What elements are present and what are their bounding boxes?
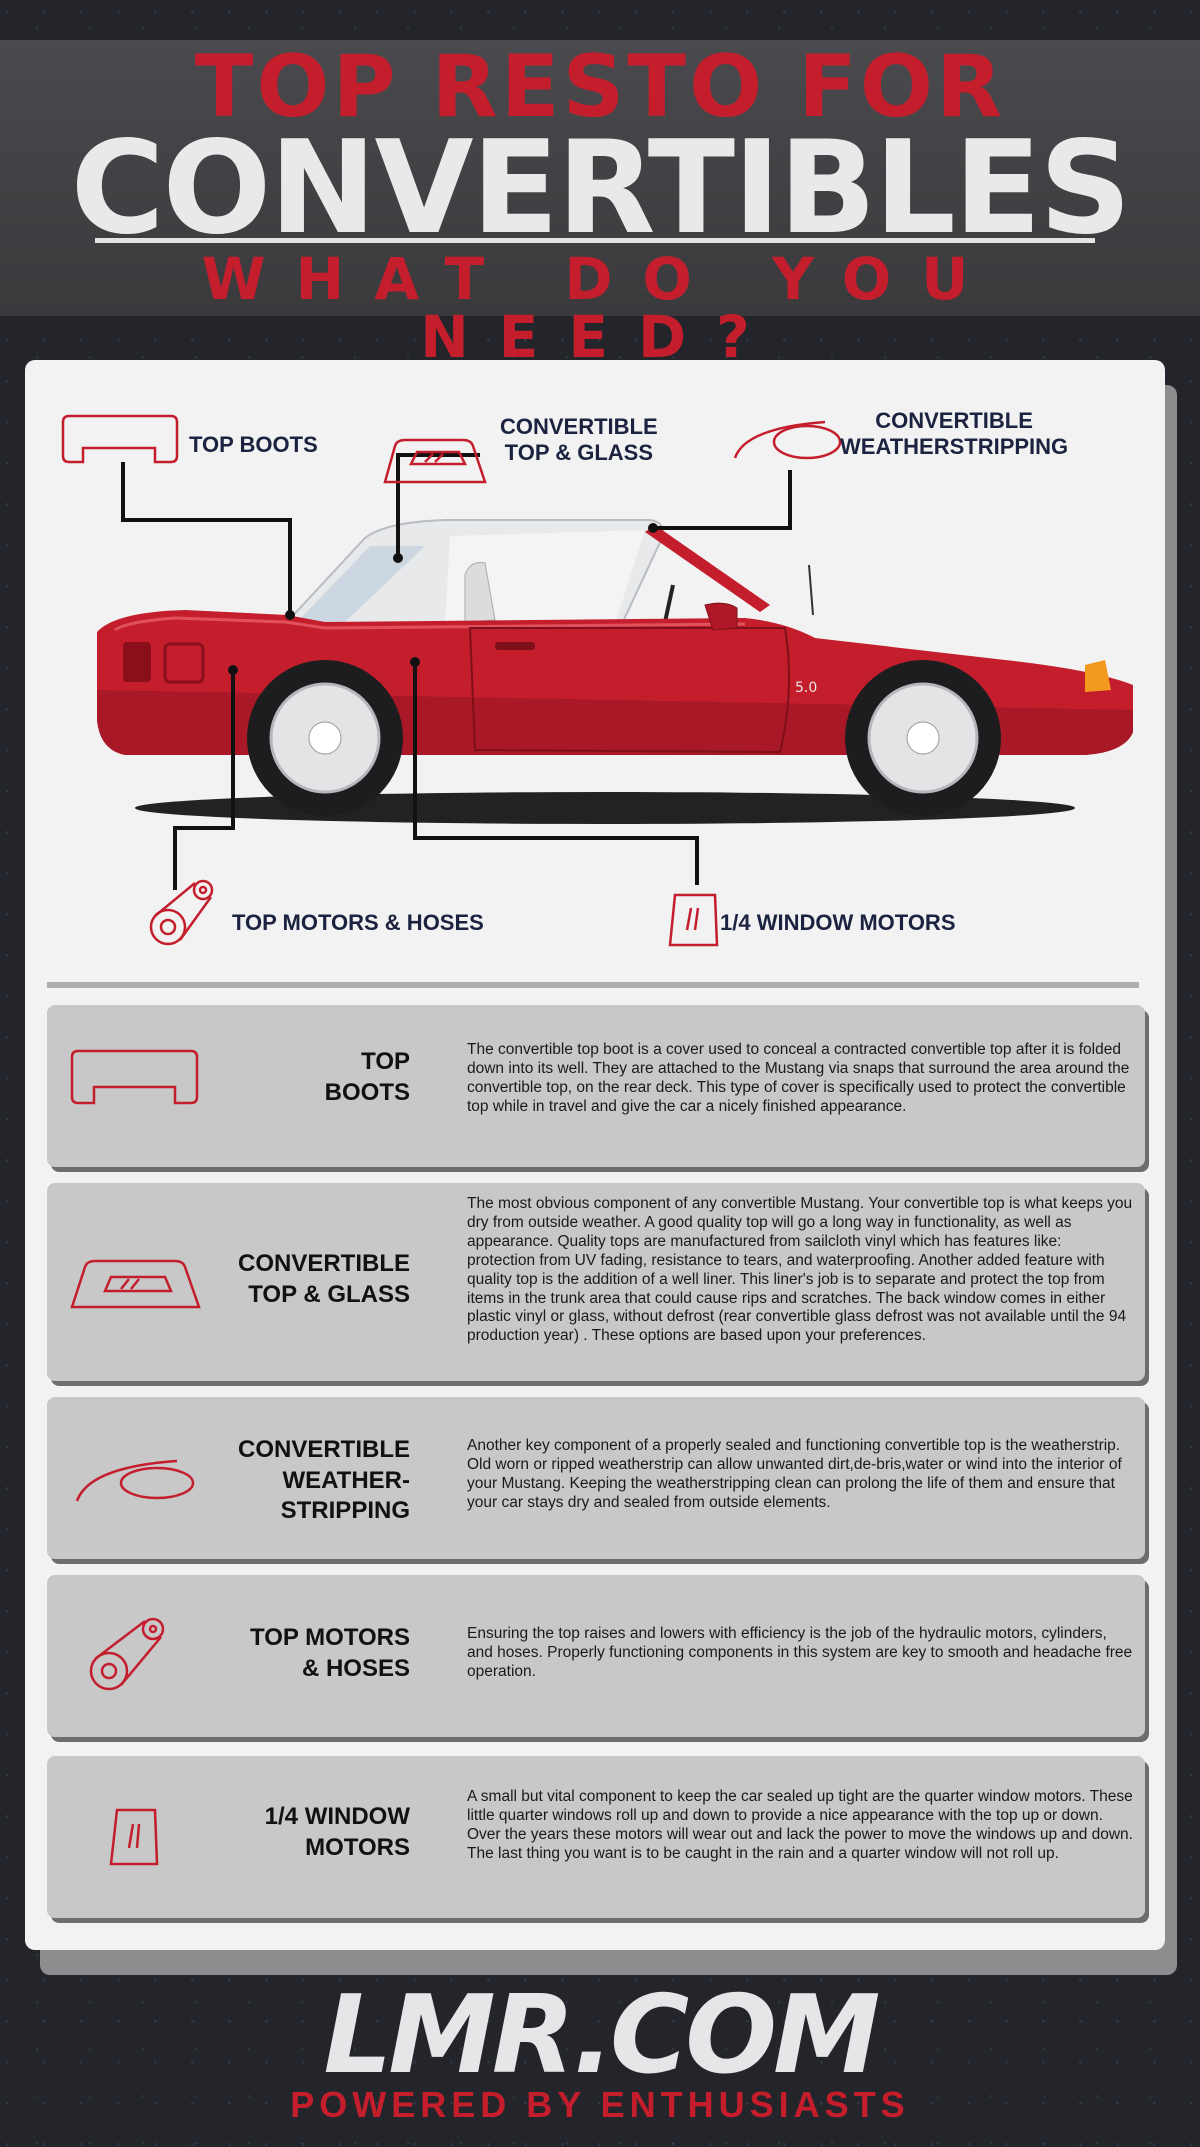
seat [464,562,496,623]
door-outline [468,627,790,754]
motor-icon [149,879,214,946]
leader-top-motors [173,670,235,890]
rear-hub [308,721,342,755]
car-illustration: 5.0 [61,414,1133,947]
top-glass-icon [70,1259,201,1309]
section-text: Another key component of a properly seal… [467,1437,1122,1511]
quarter-window-icon [668,893,719,947]
body-highlight [114,616,746,632]
tail-light [123,642,151,682]
car-diagram: 5.0 [25,360,1165,980]
callout-top-motors: TOP MOTORS & HOSES [232,910,484,935]
leader-window-motors [413,662,699,885]
section-title: 1/4 WINDOW MOTORS [264,1803,410,1861]
section-title: TOP BOOTS [324,1048,410,1106]
section-text: The most obvious component of any conver… [467,1195,1133,1345]
callout-top-glass: CONVERTIBLE TOP & GLASS [500,414,658,465]
header-subtitle: WHAT DO YOU NEED? [201,245,999,371]
section-text: Ensuring the top raises and lowers with … [467,1625,1133,1680]
front-marker [1085,660,1111,692]
top-fabric [445,530,645,624]
top-boot-icon [61,414,179,464]
brand-tagline: POWERED BY ENTHUSIASTS [290,2084,910,2125]
top-boot-icon [70,1049,199,1105]
quarter-window-icon [109,1808,159,1866]
section-text: The convertible top boot is a cover used… [467,1041,1130,1115]
main-card: 5.0 [25,360,1165,1950]
header-banner: TOP RESTO FOR CONVERTIBLES WHAT DO YOU N… [0,37,1200,366]
antenna [808,564,814,616]
top-glass-icon [383,438,487,484]
section-top-glass: CONVERTIBLE TOP & GLASS The most obvious… [47,1183,1145,1381]
header-line1: TOP RESTO FOR [194,37,1006,137]
section-title: TOP MOTORS & HOSES [249,1624,410,1682]
callout-window-motors: 1/4 WINDOW MOTORS [720,910,956,935]
callout-weatherstripping: CONVERTIBLE WEATHERSTRIPPING [840,408,1069,459]
header-rule [95,238,1095,243]
fuel-door [163,642,205,684]
windshield [297,546,425,622]
section-divider [47,982,1139,988]
callout-top-boots: TOP BOOTS [189,432,318,457]
leader-top-glass [396,453,480,495]
section-title: CONVERTIBLE WEATHER- STRIPPING [237,1436,410,1525]
brand-logo[interactable]: LMR.COM [323,1973,880,2098]
section-text: A small but vital component to keep the … [467,1788,1133,1862]
section-weatherstripping: CONVERTIBLE WEATHER- STRIPPING Another k… [47,1397,1145,1559]
section-top-motors: TOP MOTORS & HOSES Ensuring the top rais… [47,1575,1145,1737]
section-title: CONVERTIBLE TOP & GLASS [237,1250,410,1308]
weatherstrip-icon [733,420,842,460]
weatherstrip-icon [75,1459,195,1502]
front-hub [906,721,940,755]
leader-top-boots [121,462,292,615]
badge-text: 5.0 [795,680,817,696]
leader-weatherstripping [653,470,792,530]
motor-icon [89,1617,165,1691]
door-handle [495,642,535,650]
antenna-mirror-post [663,584,675,623]
side-mirror [704,602,738,631]
section-window-motors: 1/4 WINDOW MOTORS A small but vital comp… [47,1756,1145,1918]
weatherstrip-bar [645,525,770,612]
header-title: CONVERTIBLES [70,114,1132,263]
section-top-boots: TOP BOOTS The convertible top boot is a … [47,1005,1145,1167]
